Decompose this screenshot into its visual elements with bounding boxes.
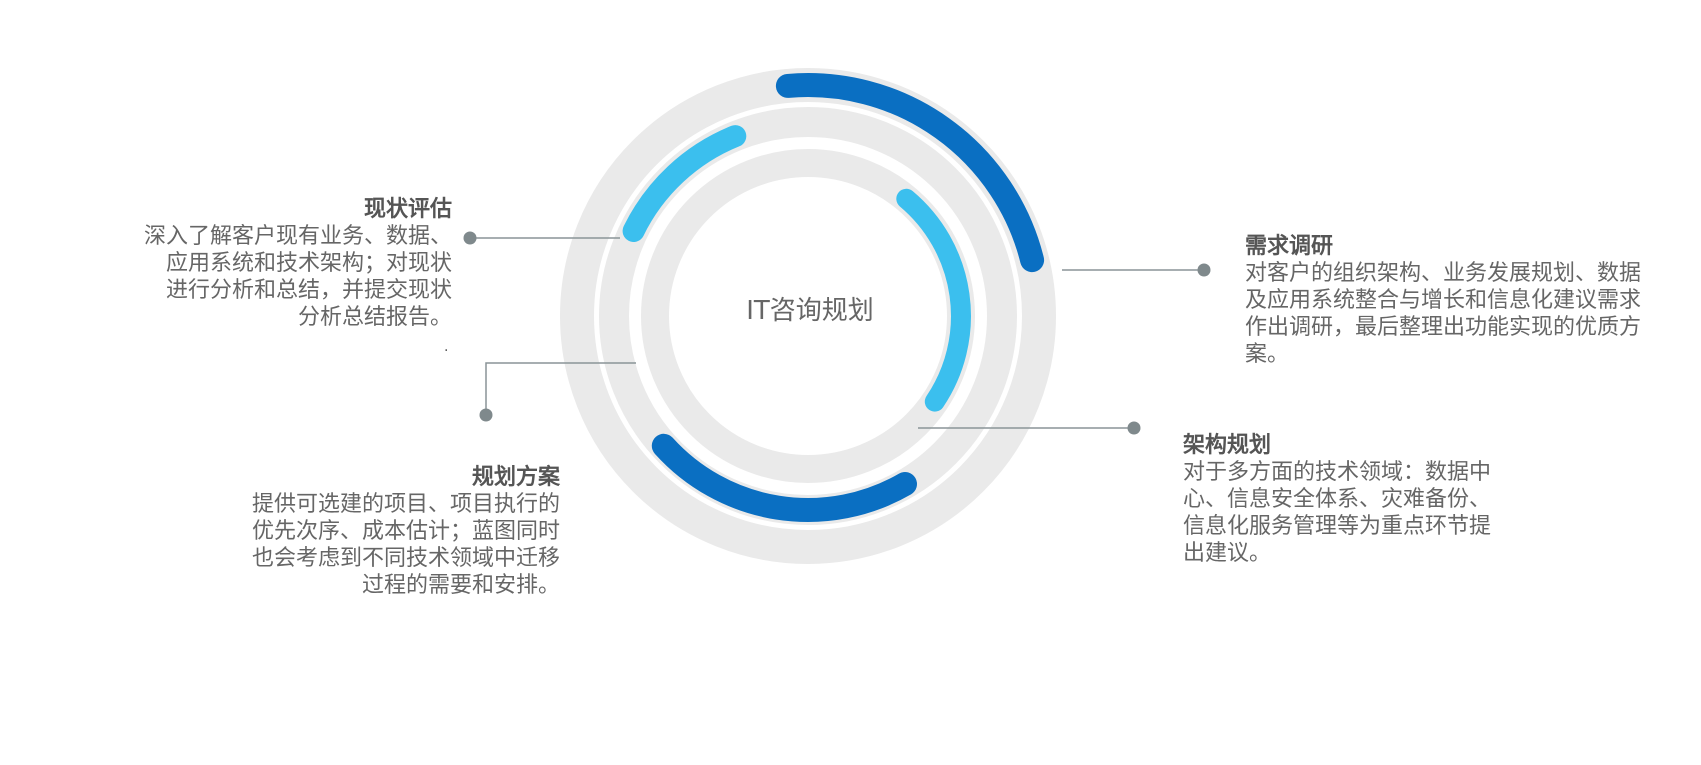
requirements-research-block: 需求调研 对客户的组织架构、业务发展规划、数据 及应用系统整合与增长和信息化建议…	[1245, 233, 1665, 368]
status-assessment-title: 现状评估	[363, 197, 452, 222]
planning-solution-title: 规划方案	[471, 465, 560, 490]
arc-architecture	[896, 188, 971, 412]
arc-plan	[651, 433, 917, 522]
planning-solution-description: 提供可选建的项目、项目执行的 优先次序、成本估计；蓝图同时 也会考虑到不同技术领…	[251, 492, 560, 598]
architecture-planning-block: 架构规划 对于多方面的技术领域：数据中 心、信息安全体系、灾难备份、 信息化服务…	[1183, 432, 1523, 567]
connector-plan-dot	[479, 408, 493, 422]
connector-requirements-dot	[1197, 263, 1211, 277]
planning-solution-block: 规划方案 提供可选建的项目、项目执行的 优先次序、成本估计；蓝图同时 也会考虑到…	[200, 464, 560, 599]
connector-lines	[463, 231, 1211, 435]
stray-mark: .	[444, 339, 449, 355]
requirements-research-title: 需求调研	[1245, 234, 1334, 259]
architecture-planning-description: 对于多方面的技术领域：数据中 心、信息安全体系、灾难备份、 信息化服务管理等为重…	[1183, 460, 1492, 566]
segment-arcs	[622, 73, 1045, 522]
requirements-research-description: 对客户的组织架构、业务发展规划、数据 及应用系统整合与增长和信息化建议需求 作出…	[1245, 261, 1642, 367]
status-assessment-block: 现状评估 深入了解客户现有业务、数据、 应用系统和技术架构；对现状 进行分析和总…	[100, 196, 452, 331]
connector-architecture-dot	[1127, 421, 1141, 435]
connector-status-dot	[463, 231, 477, 245]
status-assessment-description: 深入了解客户现有业务、数据、 应用系统和技术架构；对现状 进行分析和总结，并提交…	[143, 224, 452, 330]
arc-requirements	[775, 73, 1045, 273]
arc-status	[622, 125, 747, 242]
architecture-planning-title: 架构规划	[1183, 433, 1272, 458]
center-title: IT咨询规划	[746, 296, 874, 326]
connector-plan-line	[485, 362, 636, 415]
